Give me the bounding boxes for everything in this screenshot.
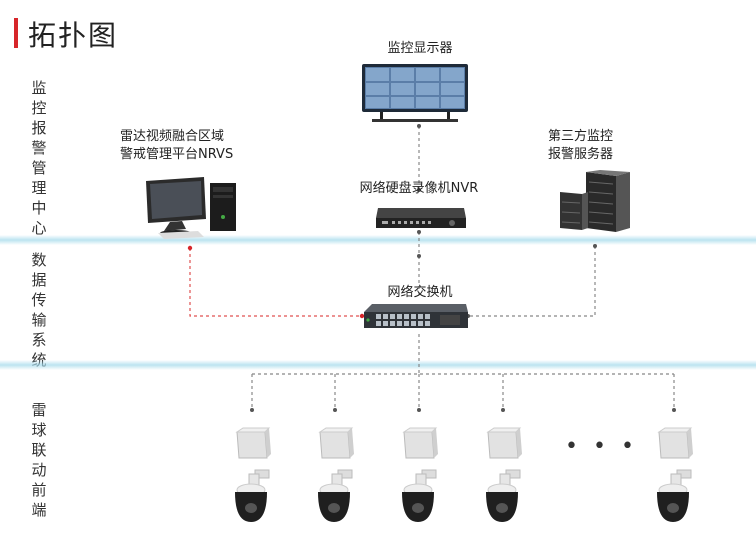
link-platform-switch — [189, 248, 362, 317]
monitor-display-icon — [362, 64, 468, 122]
platform-caption-line1: 雷达视频融合区域 — [120, 129, 225, 144]
layer-label-frontend: 雷球联动前端 — [31, 401, 47, 519]
page-title: 拓扑图 — [28, 19, 119, 52]
server-rack-icon — [560, 170, 630, 232]
title-marker — [14, 18, 18, 48]
switch-caption: 网络交换机 — [387, 285, 453, 300]
layer-label-center: 监控报警管理中心 — [31, 79, 47, 237]
link-thirdparty-switch — [468, 246, 596, 317]
platform-caption-line2: 警戒管理平台NRVS — [120, 147, 234, 162]
radar-camera-1-icon — [235, 427, 271, 522]
thirdparty-caption-line2: 报警服务器 — [548, 147, 614, 162]
nvr-recorder-icon — [376, 208, 466, 228]
nvr-caption: 网络硬盘录像机NVR — [359, 181, 479, 196]
layer-divider-lower — [0, 360, 756, 370]
layer-divider-upper — [0, 235, 756, 245]
radar-camera-3-icon — [402, 427, 438, 522]
monitor-caption: 监控显示器 — [387, 41, 453, 56]
network-switch-icon — [364, 304, 468, 328]
radar-camera-n-icon — [657, 427, 693, 522]
thirdparty-caption-line1: 第三方监控 — [548, 129, 614, 144]
more-cameras-ellipsis: • • • — [565, 434, 638, 459]
workstation-icon — [146, 177, 236, 239]
radar-camera-2-icon — [318, 427, 354, 522]
radar-camera-4-icon — [486, 427, 522, 522]
